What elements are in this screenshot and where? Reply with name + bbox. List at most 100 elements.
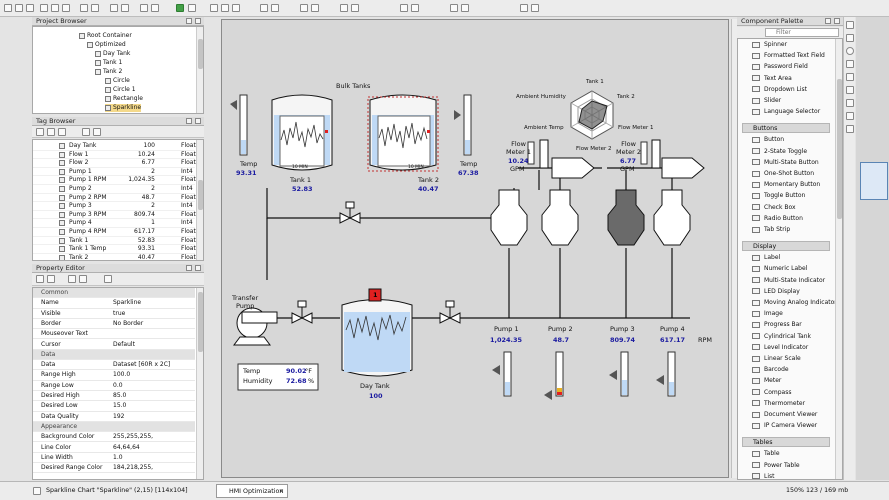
rotate-icon[interactable] bbox=[340, 4, 348, 12]
polygon-tool-icon[interactable] bbox=[846, 60, 854, 68]
property-value[interactable]: 192 bbox=[113, 412, 125, 420]
ellipse-tool-icon[interactable] bbox=[846, 47, 854, 55]
basic-view-icon[interactable] bbox=[47, 275, 55, 283]
property-value[interactable]: 1.0 bbox=[113, 453, 123, 461]
binding-icon[interactable] bbox=[68, 275, 76, 283]
layer-down-icon[interactable] bbox=[271, 4, 279, 12]
align-left-icon[interactable] bbox=[221, 4, 229, 12]
play-icon[interactable] bbox=[176, 4, 184, 12]
cut-icon[interactable] bbox=[40, 4, 48, 12]
tree-item-circle[interactable]: Circle bbox=[105, 77, 130, 85]
palette-item[interactable]: Language Selector bbox=[752, 106, 820, 117]
palette-item[interactable]: Multi-State Button bbox=[752, 157, 819, 168]
pointer-tool-icon[interactable] bbox=[846, 21, 854, 29]
property-section[interactable]: Common bbox=[33, 288, 195, 299]
property-value[interactable]: true bbox=[113, 309, 126, 317]
text-tool-icon[interactable] bbox=[846, 86, 854, 94]
property-value[interactable]: 184,218,255, bbox=[113, 464, 154, 472]
open-icon[interactable] bbox=[15, 4, 23, 12]
property-value[interactable]: 15.0 bbox=[113, 402, 127, 410]
distribute-icon[interactable] bbox=[121, 4, 129, 12]
palette-item[interactable]: Check Box bbox=[752, 202, 796, 213]
ungroup-icon[interactable] bbox=[151, 4, 159, 12]
close-icon[interactable] bbox=[195, 265, 201, 271]
filter-icon[interactable] bbox=[93, 128, 101, 136]
snap-icon[interactable] bbox=[450, 4, 458, 12]
palette-section[interactable]: Tables bbox=[742, 437, 830, 448]
property-row[interactable]: Mouseover Text bbox=[33, 329, 195, 340]
tree-item-day-tank[interactable]: Day Tank bbox=[95, 50, 130, 58]
property-value[interactable]: 255,255,255, bbox=[113, 433, 154, 441]
close-icon[interactable] bbox=[195, 118, 201, 124]
new-icon[interactable] bbox=[4, 4, 12, 12]
align-icon[interactable] bbox=[110, 4, 118, 12]
property-value[interactable]: 64,64,64 bbox=[113, 443, 140, 451]
property-value[interactable]: 100.0 bbox=[113, 371, 131, 379]
star-tool-icon[interactable] bbox=[846, 73, 854, 81]
palette-scrollbar[interactable] bbox=[835, 39, 842, 479]
group-icon[interactable] bbox=[140, 4, 148, 12]
palette-item[interactable]: Text Area bbox=[752, 73, 792, 84]
tree-item-root[interactable]: Root Container bbox=[79, 32, 132, 40]
tree-item-tank-1[interactable]: Tank 1 bbox=[95, 59, 122, 67]
flip-icon[interactable] bbox=[351, 4, 359, 12]
palette-item[interactable]: Moving Analog Indicator bbox=[752, 297, 837, 308]
line-tool-icon[interactable] bbox=[846, 112, 854, 120]
palette-item[interactable]: Dropdown List bbox=[752, 84, 807, 95]
property-section[interactable]: Appearance bbox=[33, 421, 195, 433]
window-icon[interactable] bbox=[520, 4, 528, 12]
minimize-icon[interactable] bbox=[825, 18, 831, 24]
bold-icon[interactable] bbox=[210, 4, 218, 12]
property-value[interactable]: Default bbox=[113, 340, 135, 348]
project-scrollbar[interactable] bbox=[196, 27, 203, 113]
hmi-canvas[interactable]: Bulk Tanks Temp 93.31 Temp 67.38 10 MIN … bbox=[221, 19, 729, 478]
rect-tool-icon[interactable] bbox=[846, 34, 854, 42]
palette-item[interactable]: Numeric Label bbox=[752, 263, 807, 274]
zoom-level[interactable]: 150% bbox=[786, 487, 805, 494]
align-center-icon[interactable] bbox=[232, 4, 240, 12]
palette-item[interactable]: IP Camera Viewer bbox=[752, 420, 817, 431]
palette-item[interactable]: Toggle Button bbox=[752, 190, 805, 201]
palette-section[interactable]: Display bbox=[742, 241, 830, 252]
add-tag-icon[interactable] bbox=[36, 128, 44, 136]
palette-item[interactable]: Radio Button bbox=[752, 213, 803, 224]
scripting-icon[interactable] bbox=[79, 275, 87, 283]
tree-item-sparkline[interactable]: Sparkline bbox=[105, 104, 142, 112]
zoom-in-icon[interactable] bbox=[400, 4, 408, 12]
palette-section[interactable]: Buttons bbox=[742, 123, 830, 134]
palette-item[interactable]: Spinner bbox=[752, 39, 787, 50]
save-icon[interactable] bbox=[26, 4, 34, 12]
delete-tag-icon[interactable] bbox=[58, 128, 66, 136]
palette-item[interactable]: Image bbox=[752, 308, 783, 319]
palette-item[interactable]: Formatted Text Field bbox=[752, 50, 825, 61]
palette-item[interactable]: LED Display bbox=[752, 286, 800, 297]
palette-item[interactable]: Compass bbox=[752, 387, 791, 398]
shape-diff-icon[interactable] bbox=[311, 4, 319, 12]
palette-item[interactable]: Power Table bbox=[752, 460, 800, 471]
zoom-out-icon[interactable] bbox=[411, 4, 419, 12]
minimize-icon[interactable] bbox=[186, 265, 192, 271]
palette-item[interactable]: Momentary Button bbox=[752, 179, 820, 190]
property-value[interactable]: 85.0 bbox=[113, 392, 127, 399]
sort-icon[interactable] bbox=[36, 275, 44, 283]
palette-item[interactable]: Button bbox=[752, 134, 784, 145]
palette-item[interactable]: Tab Strip bbox=[752, 224, 790, 235]
